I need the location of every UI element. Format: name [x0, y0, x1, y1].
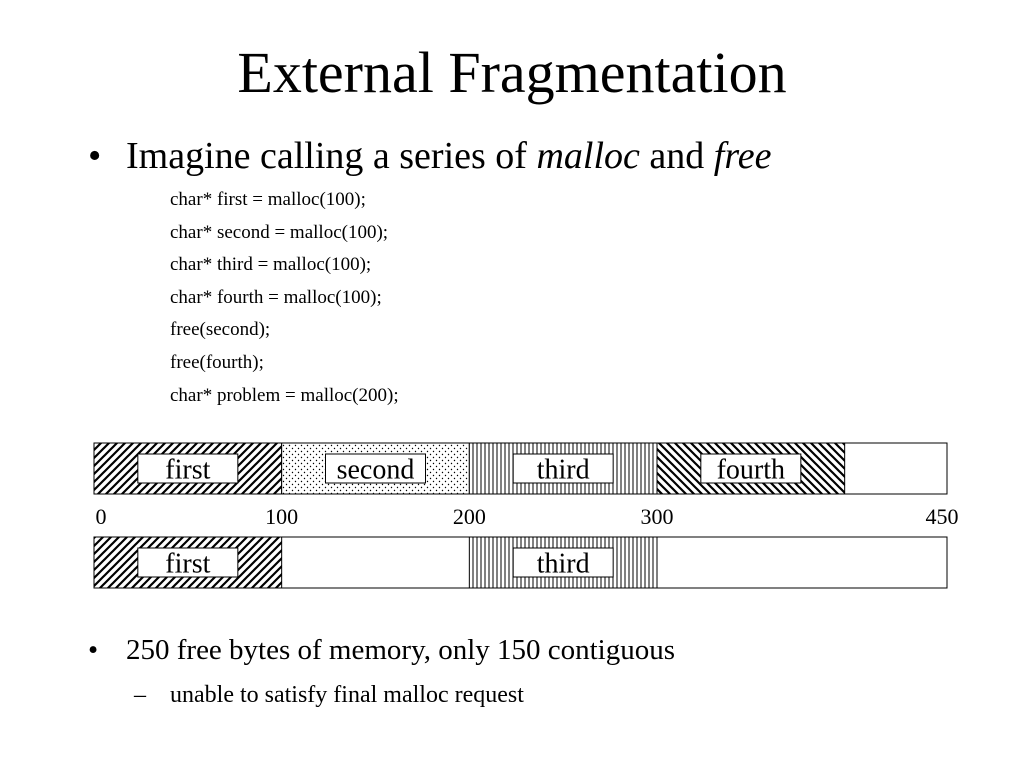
- code-line: char* problem = malloc(200);: [170, 384, 399, 406]
- sub-bullet-text: unable to satisfy final malloc request: [170, 682, 524, 708]
- bullet-malloc-free: •Imagine calling a series of malloc and …: [88, 132, 771, 180]
- memory-axis-tick: 300: [641, 504, 674, 529]
- sub-bullet-unable: –unable to satisfy final malloc request: [134, 680, 524, 710]
- code-line: char* first = malloc(100);: [170, 189, 366, 210]
- bullet-text-prefix: Imagine calling a series of: [126, 135, 527, 177]
- memory-block-label-box: [512, 453, 614, 484]
- bullet-malloc-term: malloc: [536, 135, 640, 177]
- memory-block-label: third: [537, 549, 590, 580]
- code-block: char* first = malloc(100); char* second …: [170, 186, 399, 414]
- code-line: free(fourth);: [170, 351, 264, 373]
- sub-bullet-marker: –: [134, 682, 146, 708]
- memory-row-before: first second third fourth: [93, 442, 948, 495]
- memory-block-label-box: [137, 547, 239, 578]
- memory-axis-tick: 200: [453, 504, 486, 529]
- bullet-marker: •: [88, 135, 102, 177]
- memory-diagram: first second third fourth 0 100 200 300 450 fir…: [93, 442, 959, 589]
- memory-block-label-box: [137, 453, 239, 484]
- code-line: free(second);: [170, 319, 271, 341]
- bullet-marker: •: [88, 634, 99, 666]
- code-line: char* second = malloc(100);: [170, 221, 389, 243]
- memory-axis-tick: 450: [926, 504, 959, 529]
- memory-block-label-box: [700, 453, 802, 484]
- memory-block-label-box: [512, 547, 614, 578]
- memory-axis-tick: 0: [96, 504, 107, 529]
- memory-block-label: second: [337, 455, 415, 486]
- code-line: char* third = malloc(100);: [170, 254, 372, 276]
- memory-block-first: [93, 442, 283, 495]
- slide-title: External Fragmentation: [237, 40, 787, 105]
- memory-block-label: fourth: [717, 455, 785, 486]
- memory-block-label: third: [537, 455, 590, 486]
- memory-row-after: first third: [93, 536, 948, 589]
- code-line: char* fourth = malloc(100);: [170, 286, 382, 308]
- bullet-free-bytes: • 250 free bytes of memory, only 150 cont…: [88, 632, 675, 668]
- memory-axis: 0 100 200 300 450: [96, 504, 959, 529]
- bullet-free-term: free: [713, 135, 772, 177]
- memory-block-label-box: [325, 453, 426, 484]
- bullet-text-mid: and: [649, 135, 705, 177]
- memory-block-label: first: [165, 455, 210, 486]
- bullet-free-bytes-text: 250 free bytes of memory, only 150 conti…: [126, 634, 676, 666]
- memory-block-label: first: [165, 549, 210, 580]
- memory-axis-tick: 100: [265, 504, 298, 529]
